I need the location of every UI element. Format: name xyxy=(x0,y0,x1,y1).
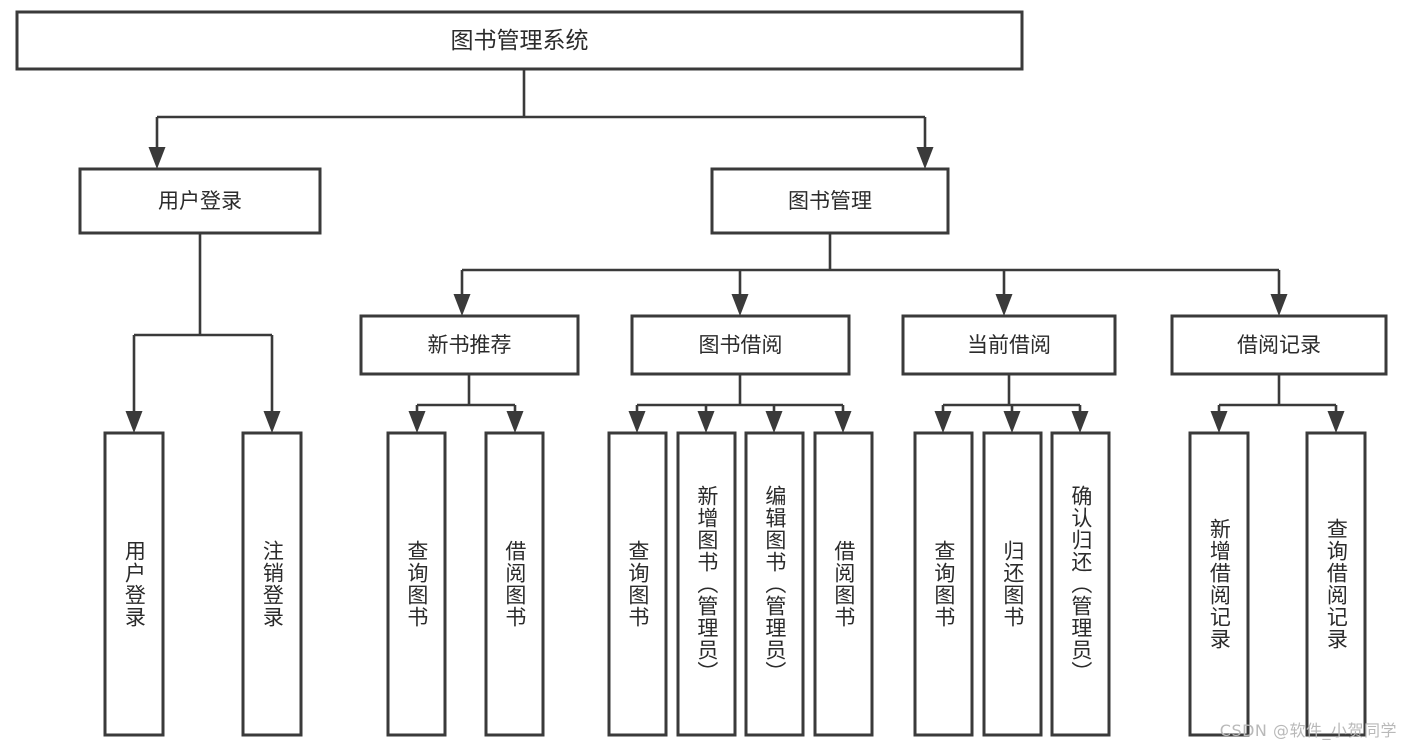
level2-node-label-0: 用户登录 xyxy=(158,189,242,213)
leaf-node-12[interactable] xyxy=(1305,431,1367,737)
books-drop-3-arrowhead xyxy=(1270,294,1288,316)
connector-edges xyxy=(125,69,1345,433)
level3-node-label-2: 当前借阅 xyxy=(967,333,1051,357)
current-drop-2-arrowhead xyxy=(1071,411,1089,433)
level2-node-0[interactable] xyxy=(78,167,322,235)
root-node-label: 图书管理系统 xyxy=(451,28,589,54)
root-node[interactable] xyxy=(15,10,1024,71)
level2-node-label-1: 图书管理 xyxy=(788,189,872,213)
newbook-drop-0-arrowhead xyxy=(408,411,426,433)
leaf-node-10[interactable] xyxy=(1050,431,1111,737)
level3-node-3[interactable] xyxy=(1170,314,1388,376)
record-drop-0-arrowhead xyxy=(1210,411,1228,433)
level3-node-label-3: 借阅记录 xyxy=(1237,333,1321,357)
leaf-node-4[interactable] xyxy=(607,431,668,737)
root-drop-0-arrowhead xyxy=(148,147,166,169)
node-boxes xyxy=(15,10,1388,737)
level3-node-label-0: 新书推荐 xyxy=(428,333,512,357)
leaf-node-7[interactable] xyxy=(813,431,874,737)
record-drop-1-arrowhead xyxy=(1327,411,1345,433)
leaf-node-3[interactable] xyxy=(484,431,545,737)
level3-node-label-1: 图书借阅 xyxy=(699,333,783,357)
leaf-node-8[interactable] xyxy=(913,431,974,737)
login-drop-1-arrowhead xyxy=(263,411,281,433)
level2-node-1[interactable] xyxy=(710,167,950,235)
leaf-node-6[interactable] xyxy=(744,431,805,737)
borrow-drop-2-arrowhead xyxy=(765,411,783,433)
level3-node-0[interactable] xyxy=(359,314,580,376)
leaf-node-5[interactable] xyxy=(676,431,737,737)
borrow-drop-3-arrowhead xyxy=(834,411,852,433)
root-drop-1-arrowhead xyxy=(916,147,934,169)
books-drop-2-arrowhead xyxy=(995,294,1013,316)
leaf-node-2[interactable] xyxy=(386,431,447,737)
level3-node-1[interactable] xyxy=(630,314,851,376)
login-drop-0-arrowhead xyxy=(125,411,143,433)
level3-node-2[interactable] xyxy=(901,314,1117,376)
leaf-node-1[interactable] xyxy=(241,431,303,737)
leaf-node-11[interactable] xyxy=(1188,431,1250,737)
current-drop-0-arrowhead xyxy=(934,411,952,433)
borrow-drop-1-arrowhead xyxy=(697,411,715,433)
leaf-node-0[interactable] xyxy=(103,431,165,737)
books-drop-0-arrowhead xyxy=(453,294,471,316)
borrow-drop-0-arrowhead xyxy=(628,411,646,433)
current-drop-1-arrowhead xyxy=(1003,411,1021,433)
watermark-text: CSDN @软件_小贺同学 xyxy=(1219,721,1397,740)
books-drop-1-arrowhead xyxy=(731,294,749,316)
leaf-node-9[interactable] xyxy=(982,431,1043,737)
newbook-drop-1-arrowhead xyxy=(506,411,524,433)
